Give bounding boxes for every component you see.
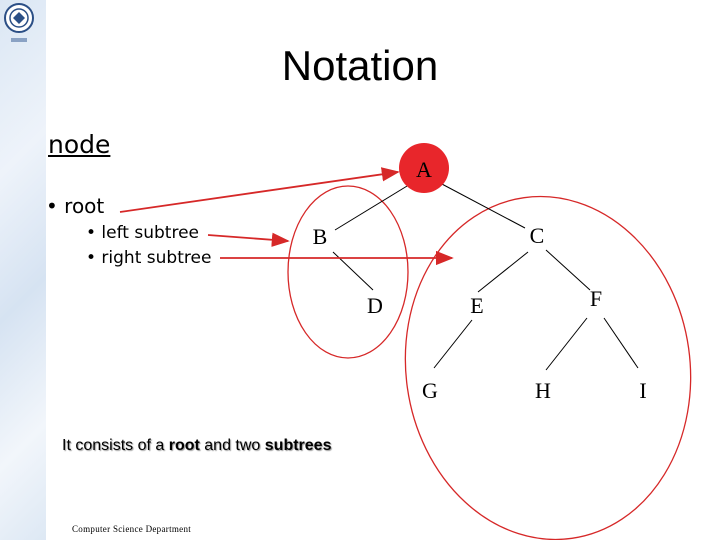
label-root: • root [46, 194, 105, 218]
caption-middle: and two [199, 437, 265, 454]
slide-title: Notation [281, 42, 439, 89]
footer-department: Computer Science Department [72, 524, 192, 534]
node-c-label: C [530, 223, 545, 248]
label-node: node [48, 130, 111, 159]
edge-a-b [334, 182, 413, 231]
edge-f-i [603, 317, 639, 369]
caption-subtrees-word: subtrees [264, 437, 332, 454]
node-f-label: F [590, 286, 602, 311]
node-d-label: D [367, 293, 383, 318]
right-subtree-circle [404, 195, 692, 540]
university-logo [4, 3, 34, 42]
edge-a-c [439, 182, 526, 229]
left-subtree-circle [287, 185, 409, 359]
node-g-label: G [422, 378, 438, 403]
edge-c-e [477, 251, 529, 293]
node-a-root [399, 143, 449, 193]
edge-e-g [433, 319, 473, 369]
caption-text: It consists of a root and two subtrees [62, 437, 331, 455]
label-right-subtree: • right subtree [86, 248, 212, 268]
label-left-subtree: • left subtree [86, 223, 199, 243]
decorative-side-band [0, 0, 46, 540]
arrow-root-to-a [119, 167, 400, 213]
node-b-label: B [313, 224, 328, 249]
node-a-label: A [416, 157, 432, 182]
caption-prefix: It consists of a [62, 437, 169, 454]
node-e-label: E [470, 293, 483, 318]
node-i-label: I [639, 378, 646, 403]
node-h-label: H [535, 378, 551, 403]
edge-c-f [545, 249, 591, 291]
edge-f-h [545, 317, 588, 371]
arrow-left-subtree [207, 232, 290, 247]
caption-root-word: root [168, 437, 200, 454]
